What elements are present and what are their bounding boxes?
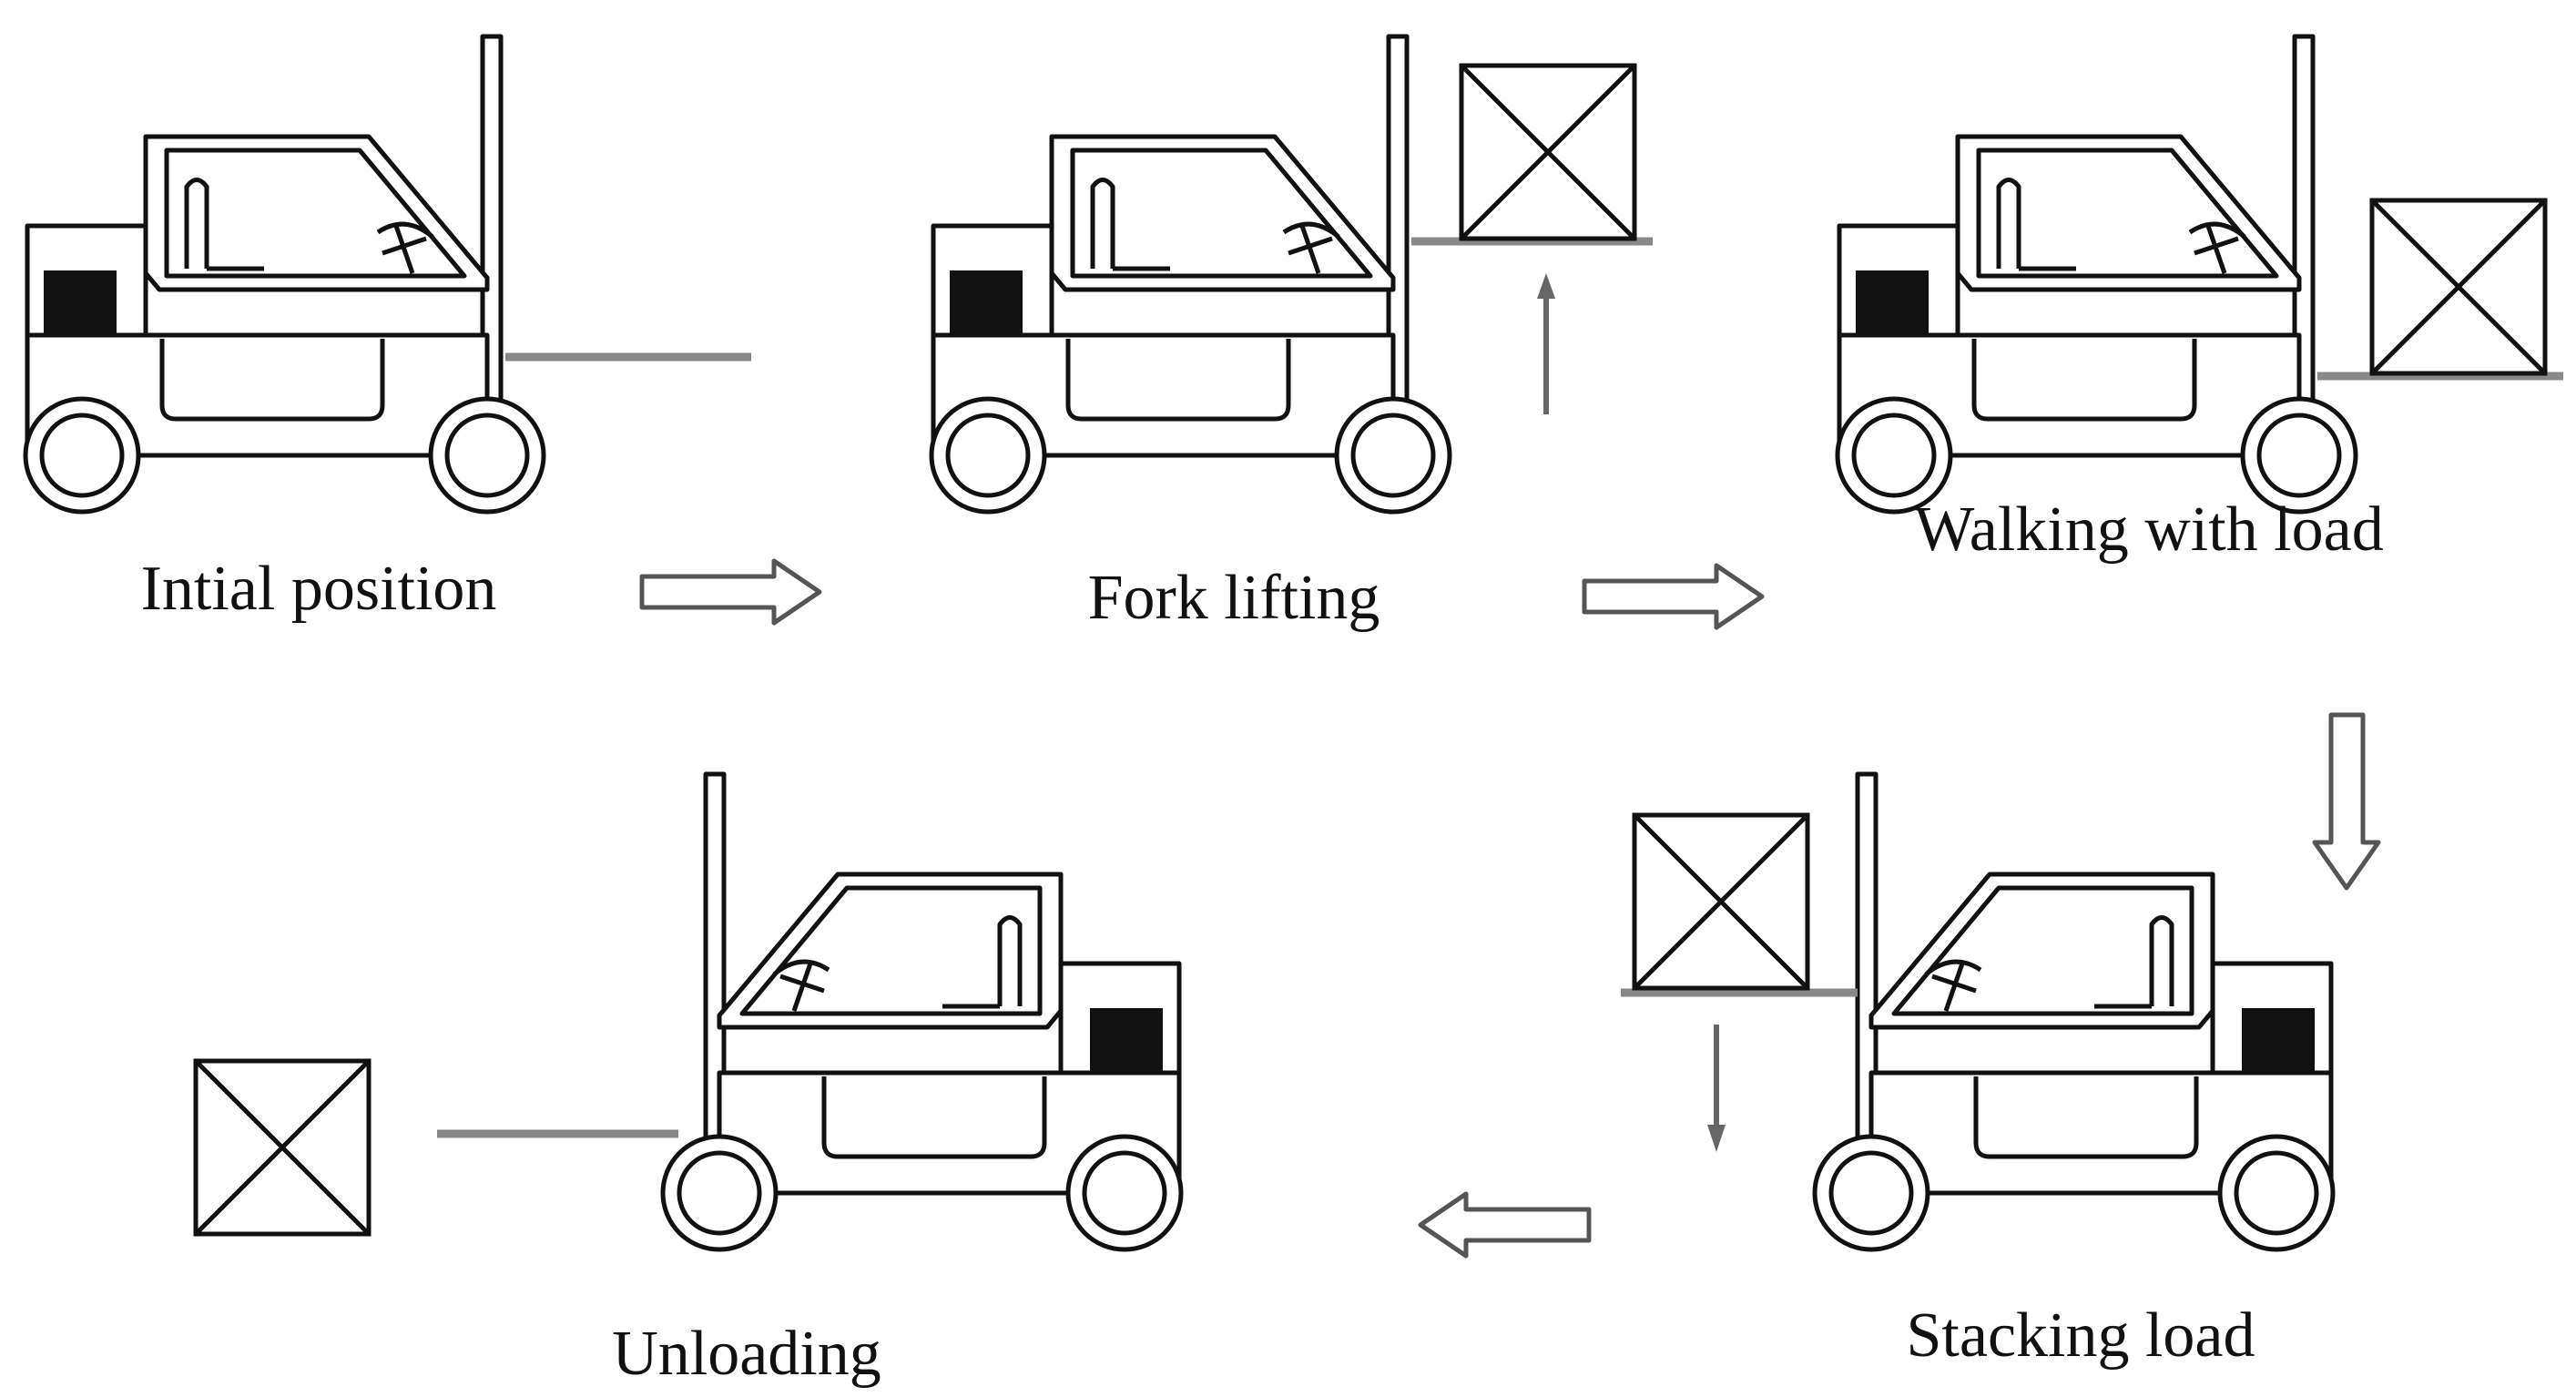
forklift-icon: [1838, 36, 2356, 512]
stage-walk: [1838, 36, 2563, 512]
forklift-icon: [663, 774, 1181, 1249]
stage-label-initial: Intial position: [140, 554, 497, 624]
load-box-icon: [1634, 815, 1807, 988]
load-box-icon: [196, 1061, 369, 1234]
flow-arrow-icon: [1418, 1191, 1592, 1259]
stage-initial: [25, 36, 751, 512]
up-arrow-icon: [1537, 273, 1555, 414]
forklift-icon: [25, 36, 544, 512]
flow-arrow-icon: [2312, 712, 2381, 891]
down-arrow-icon: [1707, 1025, 1726, 1152]
stage-unload: [196, 774, 1181, 1249]
stage-label-walk: Walking with load: [1914, 495, 2384, 565]
stage-label-stack: Stacking load: [1906, 1300, 2255, 1371]
forklift-icon: [1815, 774, 2333, 1249]
flow-arrow-icon: [1582, 563, 1765, 630]
stage-label-unload: Unloading: [612, 1319, 881, 1389]
load-box-icon: [2372, 200, 2545, 373]
stage-stack: [1621, 774, 2333, 1249]
stage-lift: [932, 36, 1653, 512]
load-box-icon: [1461, 66, 1634, 239]
stage-label-lift: Fork lifting: [1087, 563, 1380, 633]
flow-arrow-icon: [639, 558, 822, 626]
forklift-icon: [932, 36, 1450, 512]
